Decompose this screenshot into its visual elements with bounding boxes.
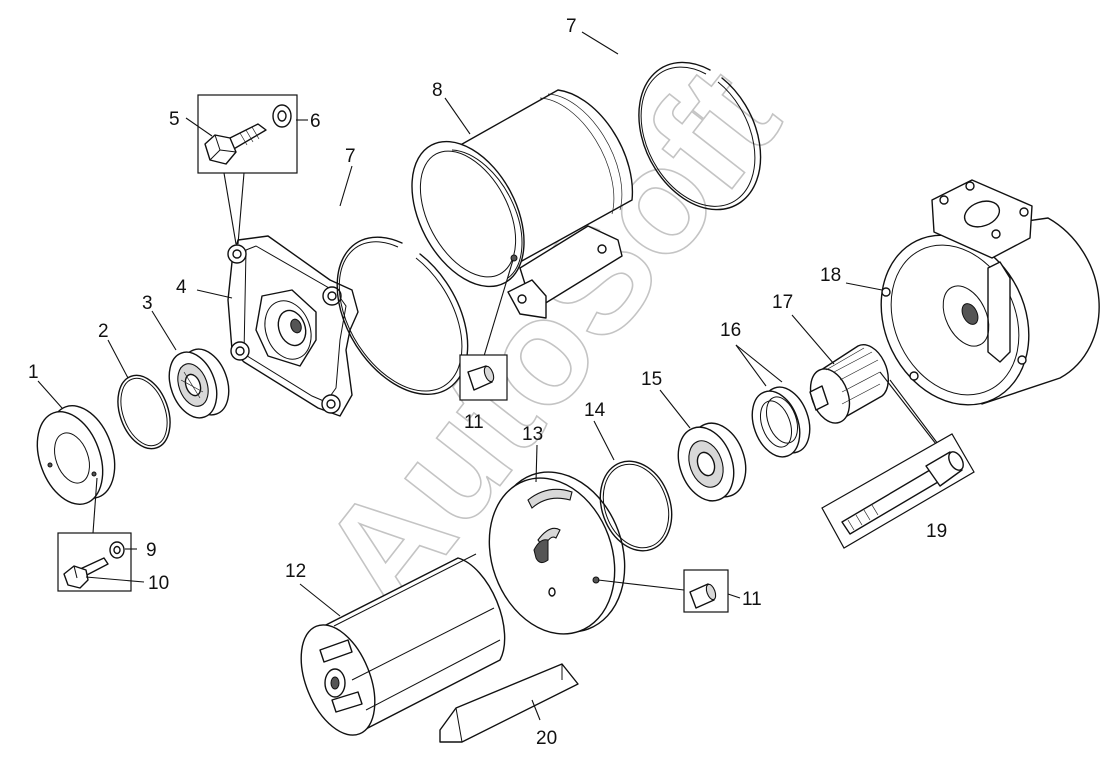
callout-2: 2: [98, 321, 109, 342]
callout-19: 19: [926, 521, 947, 542]
callout-5: 5: [169, 109, 180, 130]
part-13-valve-plate: [488, 471, 685, 635]
part-18-rear-housing: [879, 179, 1100, 453]
part-1-end-cover: [36, 405, 116, 505]
part-17-spline-shaft: [809, 344, 889, 424]
callout-labels: 1 2 3 4 5 6 7 7 8 9 10 11 11 12 13 14 15…: [28, 16, 947, 749]
callout-7-right: 7: [566, 16, 577, 37]
callout-15: 15: [641, 369, 662, 390]
callout-20: 20: [536, 728, 557, 749]
part-2-o-ring: [117, 374, 171, 450]
callout-11-lower: 11: [742, 589, 762, 610]
inset-bolt-10-washer-9: [57, 477, 132, 592]
part-16-seal-rings: [751, 386, 811, 458]
leader-lines: [37, 31, 883, 721]
part-7-snap-ring-left: [336, 236, 469, 395]
part-3-bearing: [168, 348, 230, 419]
callout-8: 8: [432, 80, 443, 101]
callout-12: 12: [285, 561, 306, 582]
callout-4: 4: [176, 277, 187, 298]
part-14-o-ring: [599, 460, 673, 552]
callout-1: 1: [28, 362, 39, 383]
callout-13: 13: [522, 424, 543, 445]
inset-bolt-5-washer-6: [197, 94, 298, 245]
inset-dowel-11-lower: [683, 569, 729, 613]
part-4-flange-cover: [227, 235, 359, 417]
part-7-snap-ring-right: [638, 61, 762, 211]
part-12-rotor: [300, 553, 506, 736]
callout-18: 18: [820, 265, 841, 286]
part-20-key: [439, 663, 579, 743]
inset-dowel-11-upper: [459, 354, 508, 401]
callout-11-upper: 11: [464, 412, 484, 433]
callout-6: 6: [310, 111, 321, 132]
callout-10: 10: [148, 573, 169, 594]
callout-9: 9: [146, 540, 157, 561]
part-8-housing-cylinder: [411, 89, 634, 357]
part-15-bearing: [677, 422, 747, 502]
inset-long-bolt-19: [821, 433, 975, 549]
callout-14: 14: [584, 400, 606, 421]
callout-17: 17: [772, 292, 793, 313]
callout-7-left: 7: [345, 146, 356, 167]
callout-16: 16: [720, 320, 741, 341]
callout-3: 3: [142, 293, 153, 314]
